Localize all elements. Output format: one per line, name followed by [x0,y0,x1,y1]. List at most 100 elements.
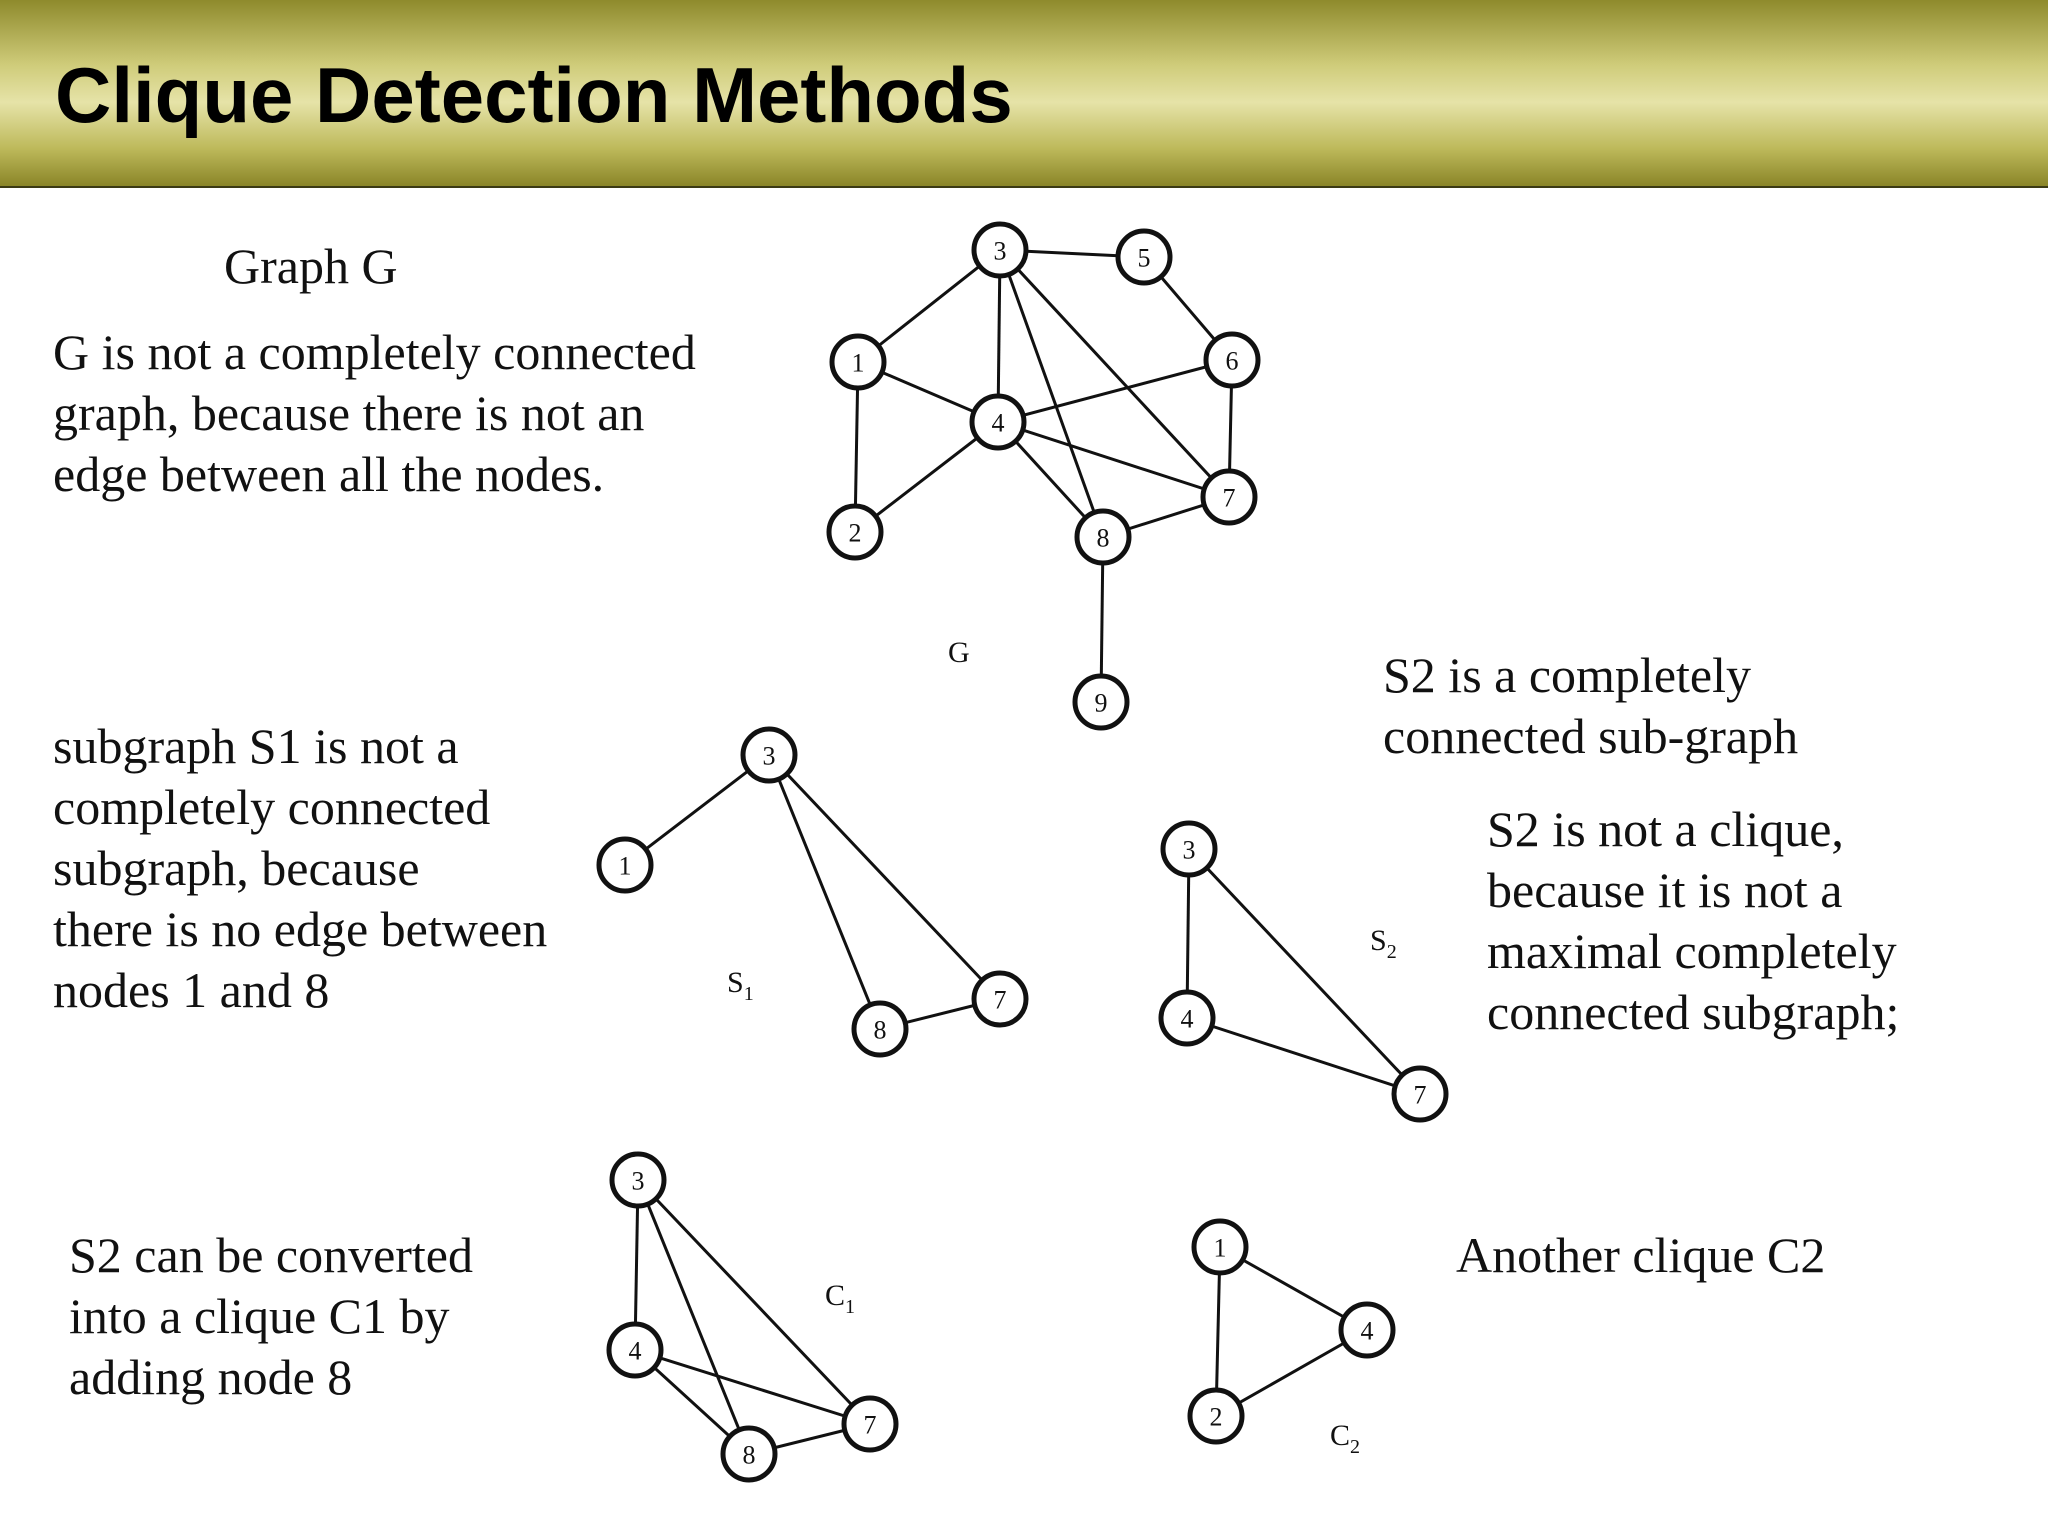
text-line: Another clique C2 [1456,1227,1826,1283]
node-3 [971,221,1029,279]
graph-label-s2: S2 [1370,924,1397,963]
node-3 [740,726,798,784]
node-5 [1115,228,1173,286]
node-7 [1391,1065,1449,1123]
node-label-3: 3 [994,237,1007,266]
node-2 [1187,1387,1245,1445]
node-label-8: 8 [743,1441,756,1470]
edge-2-4 [1215,1328,1368,1418]
node-3 [1160,820,1218,878]
node-label-1: 1 [1214,1234,1227,1263]
node-label-3: 3 [763,742,776,771]
text-line: there is no edge between [53,901,548,957]
node-1 [1191,1218,1249,1276]
graph-g-heading-text: Graph G [224,238,398,294]
edge-2-4 [854,420,999,534]
graph-g-description: G is not a completely connected graph, b… [53,322,696,505]
edge-3-7 [998,248,1231,499]
node-8 [720,1425,778,1483]
node-label-8: 8 [874,1016,887,1045]
node-label-5: 5 [1138,244,1151,273]
edge-3-7 [1187,847,1422,1096]
node-4 [1338,1301,1396,1359]
title-bar: Clique Detection Methods [0,0,2048,188]
graph-label-c2: C2 [1330,1419,1360,1458]
node-label-4: 4 [629,1337,642,1366]
edge-1-3 [624,753,770,867]
node-label-9: 9 [1095,689,1108,718]
graph-g: 1 2 3 4 5 6 7 8 9 G [826,221,1261,731]
c2-description: Another clique C2 [1456,1225,1825,1286]
node-label-7: 7 [1414,1081,1427,1110]
node-label-1: 1 [619,852,632,881]
edge-3-8 [767,754,882,1030]
edge-3-7 [636,1178,872,1426]
graph-label-s1: S1 [727,966,754,1005]
graph-c2: 1 2 4C2 [1187,1218,1396,1458]
node-label-8: 8 [1097,524,1110,553]
text-line: maximal completely [1487,923,1897,979]
node-4 [969,393,1027,451]
text-line: adding node 8 [69,1349,353,1405]
text-line: subgraph S1 is not a [53,718,459,774]
node-label-3: 3 [632,1167,645,1196]
text-line: subgraph, because [53,840,420,896]
edge-4-6 [997,358,1233,424]
node-label-6: 6 [1226,347,1239,376]
edge-3-7 [767,753,1002,1001]
text-line: G is not a completely connected [53,324,696,380]
node-8 [851,1000,909,1058]
text-line: edge between all the nodes. [53,446,605,502]
graph-g-heading: Graph G [224,236,398,297]
node-label-2: 2 [849,519,862,548]
text-line: because it is not a [1487,862,1843,918]
node-1 [596,836,654,894]
text-line: S2 is not a clique, [1487,801,1844,857]
graph-label-g: G [948,636,970,669]
graph-s2: 3 4 7 S2 [1158,820,1449,1123]
edge-3-8 [998,249,1105,538]
node-3 [609,1151,667,1209]
node-2 [826,503,884,561]
slide-title: Clique Detection Methods [55,51,1013,139]
text-line: S2 can be converted [69,1227,474,1283]
node-label-4: 4 [1181,1005,1194,1034]
s2-connected-note: S2 is a completely connected sub-graph [1383,645,1798,767]
node-label-7: 7 [1223,484,1236,513]
text-line: into a clique C1 by [69,1288,450,1344]
graph-c1: 3 4 7 8 C1 [606,1151,899,1483]
node-1 [829,333,887,391]
node-7 [841,1395,899,1453]
node-7 [1200,468,1258,526]
s2-not-clique-note: S2 is not a clique, because it is not a … [1487,799,1899,1043]
s1-description: subgraph S1 is not a completely connecte… [53,716,547,1021]
node-label-7: 7 [864,1411,877,1440]
edge-4-7 [997,420,1230,499]
graph-label-c1: C1 [825,1279,855,1318]
text-line: connected sub-graph [1383,708,1799,764]
node-label-1: 1 [852,349,865,378]
edge-4-7 [1186,1016,1421,1096]
text-line: nodes 1 and 8 [53,962,330,1018]
text-line: S2 is a completely [1383,647,1751,703]
text-line: graph, because there is not an [53,385,645,441]
node-label-4: 4 [1361,1317,1374,1346]
node-7 [971,970,1029,1028]
node-label-2: 2 [1210,1403,1223,1432]
node-9 [1072,673,1130,731]
node-label-7: 7 [994,986,1007,1015]
node-label-3: 3 [1183,836,1196,865]
graph-s1: 1 3 7 8 S1 [596,726,1029,1058]
text-line: completely connected [53,779,491,835]
node-label-4: 4 [992,409,1005,438]
edge-3-8 [636,1179,751,1455]
node-6 [1203,331,1261,389]
node-8 [1074,508,1132,566]
node-4 [606,1321,664,1379]
edge-1-3 [857,248,1001,364]
text-line: connected subgraph; [1487,984,1900,1040]
node-4 [1158,989,1216,1047]
edge-4-7 [634,1348,871,1426]
c1-description: S2 can be converted into a clique C1 by … [69,1225,473,1408]
